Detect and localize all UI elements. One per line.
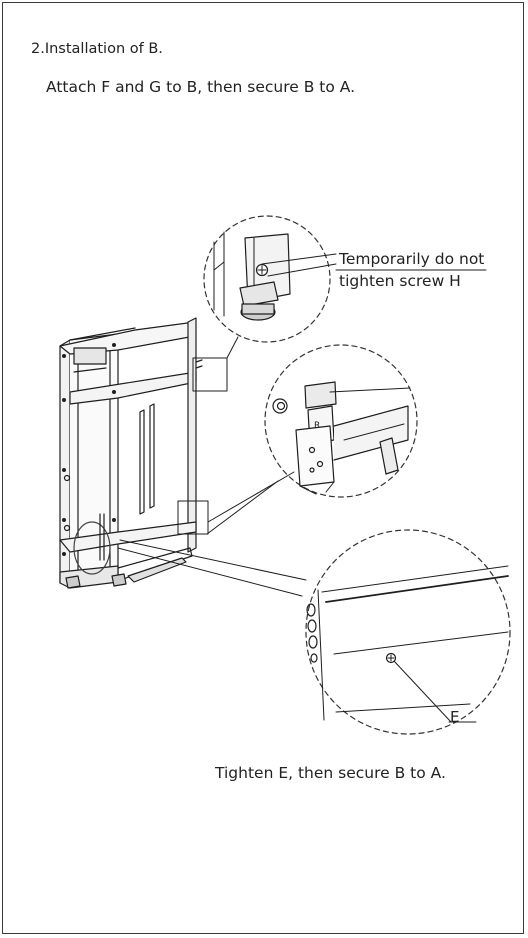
step-title: 2.Installation of B. [31,41,163,57]
screw-h-note-line1: Temporarily do not [339,250,485,268]
leader-lines [117,336,307,597]
step-description: Attach F and G to B, then secure B to A. [46,78,356,96]
svg-text:R: R [314,421,320,431]
bottom-instruction: Tighten E, then secure B to A. [215,764,446,782]
detail-bracket: R [264,344,418,498]
cabinet-frame [59,317,228,589]
label-e: E [450,708,460,726]
screw-h-note-line2: tighten screw H [339,272,461,290]
detail-screw-h [203,215,487,343]
detail-screw-e [305,529,511,735]
